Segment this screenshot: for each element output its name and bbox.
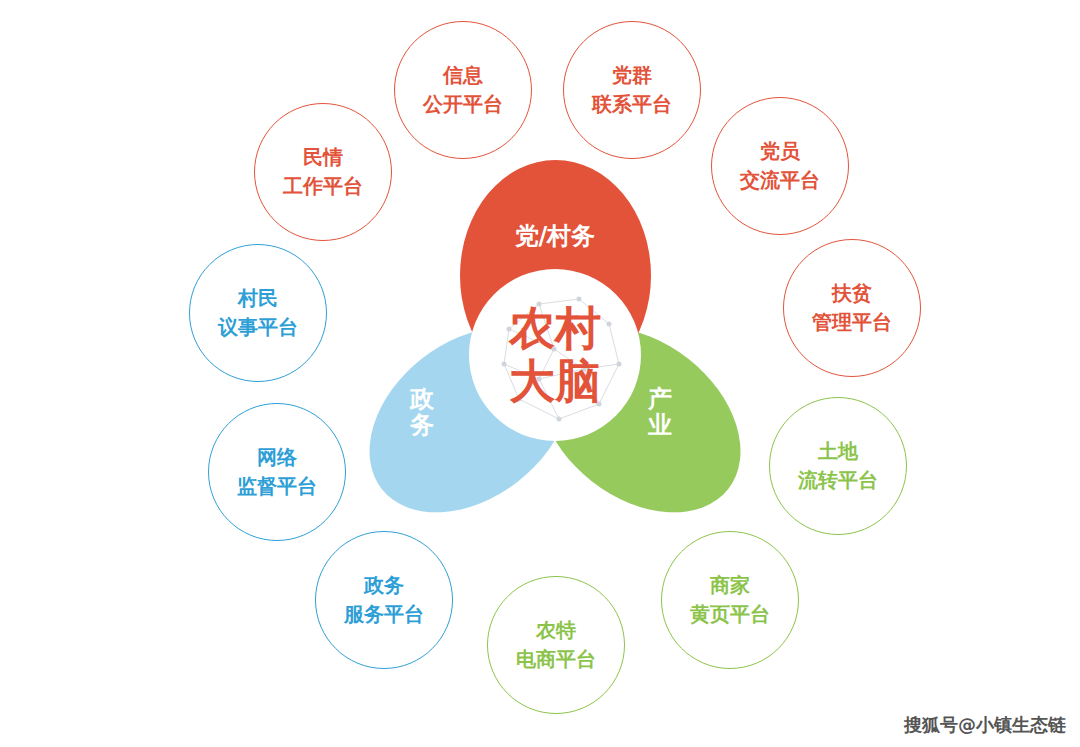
- platform-label: 政务 服务平台: [338, 571, 430, 629]
- platform-label: 信息 公开平台: [417, 61, 509, 119]
- platform-label: 民情 工作平台: [277, 143, 369, 201]
- platform-label: 网络 监督平台: [231, 443, 323, 501]
- platform-circle: 网络 监督平台: [208, 403, 346, 541]
- platform-circle: 土地 流转平台: [769, 397, 907, 535]
- platform-circle: 村民 议事平台: [189, 244, 327, 382]
- platform-circle: 信息 公开平台: [394, 21, 532, 159]
- center-circle: 农村 大脑: [469, 269, 641, 441]
- platform-circle: 党群 联系平台: [563, 21, 701, 159]
- center-title: 农村 大脑: [504, 302, 605, 408]
- platform-label: 扶贫 管理平台: [806, 279, 898, 337]
- platform-label: 党员 交流平台: [734, 137, 826, 195]
- platform-label: 村民 议事平台: [212, 284, 304, 342]
- petal-label: 政务: [410, 386, 434, 439]
- platform-label: 土地 流转平台: [792, 437, 884, 495]
- platform-circle: 党员 交流平台: [711, 97, 849, 235]
- platform-circle: 政务 服务平台: [315, 531, 453, 669]
- platform-label: 党群 联系平台: [586, 61, 678, 119]
- platform-circle: 民情 工作平台: [254, 103, 392, 241]
- petal-label: 党/村务: [515, 220, 596, 252]
- platform-circle: 扶贫 管理平台: [783, 239, 921, 377]
- petal-label: 产业: [648, 386, 672, 439]
- watermark: 搜狐号@小镇生态链: [904, 713, 1066, 737]
- platform-label: 商家 黄页平台: [684, 571, 776, 629]
- platform-circle: 商家 黄页平台: [661, 531, 799, 669]
- platform-circle: 农特 电商平台: [487, 576, 625, 714]
- platform-label: 农特 电商平台: [510, 616, 602, 674]
